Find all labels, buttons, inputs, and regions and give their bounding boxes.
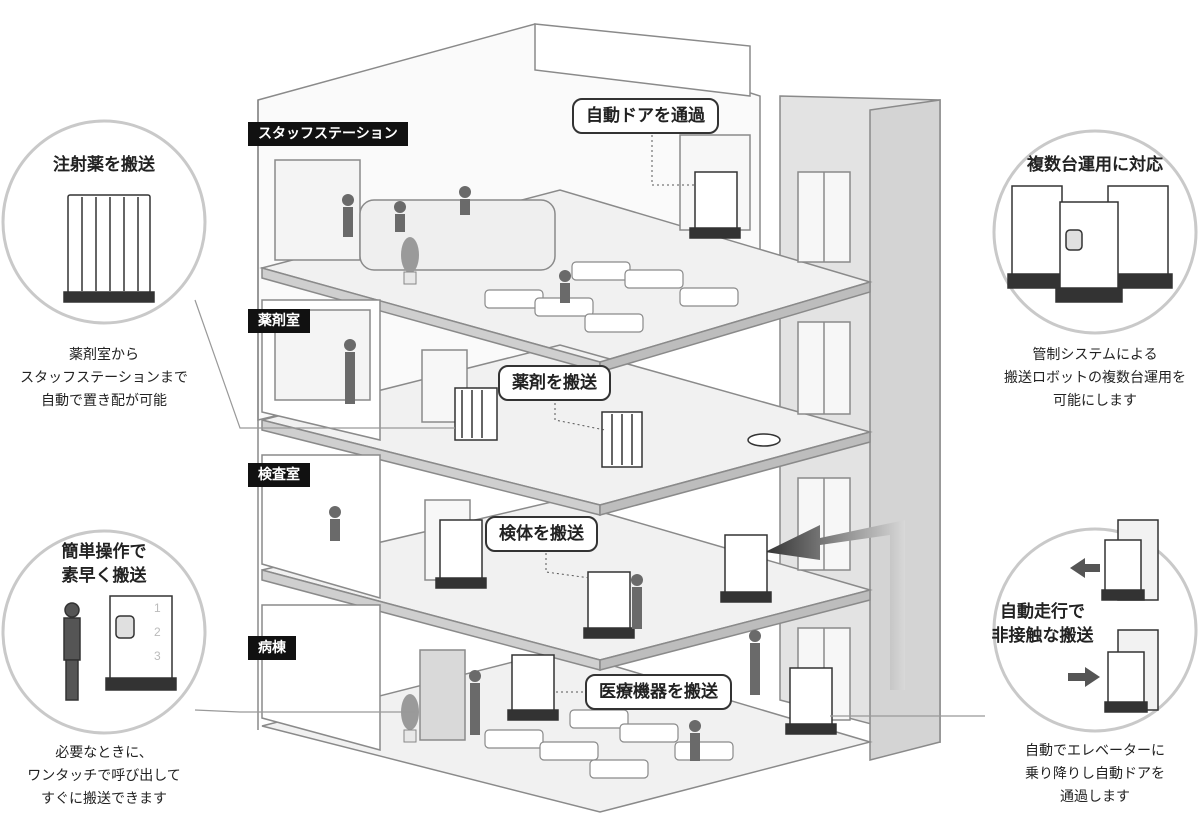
robot-1f-b <box>785 667 837 735</box>
circle-connectors <box>194 299 985 717</box>
benches <box>484 261 739 779</box>
floor-tag-staff-station: スタッフステーション <box>248 122 408 146</box>
reception-counter <box>359 199 556 271</box>
robot-slot-3: 3 <box>154 649 161 663</box>
robot-4f <box>689 171 741 239</box>
callout-leaders <box>545 130 695 693</box>
robot-2f-b <box>583 571 635 639</box>
floor-tag-pharmacy: 薬剤室 <box>248 309 310 333</box>
circle-title-simple-op: 簡単操作で 素早く搬送 <box>61 542 147 586</box>
circle-title-multi-unit: 複数台運用に対応 <box>1027 155 1163 175</box>
ward-door <box>419 649 466 741</box>
multi-unit-illustration <box>1007 185 1173 303</box>
building-upper-block <box>534 23 751 97</box>
robot-2f-a <box>435 519 487 589</box>
callout-medicine: 薬剤を搬送 <box>498 365 611 401</box>
callout-specimen: 検体を搬送 <box>485 516 598 552</box>
robot-3f-b <box>601 411 643 468</box>
robots <box>435 171 837 735</box>
robot-slot-1: 1 <box>154 601 161 615</box>
circle-title-contactless: 自動走行で 非接触な搬送 <box>991 602 1094 646</box>
simple-op-illustration: 1 2 3 <box>63 595 177 701</box>
floor-tag-ward: 病棟 <box>248 636 296 660</box>
robot-1f-a <box>507 654 559 721</box>
robot-2f-c <box>720 534 772 603</box>
robot-cleaner <box>747 433 781 447</box>
caption-contactless: 自動でエレベーターに 乗り降りし自動ドアを 通過します <box>1025 743 1165 805</box>
injection-cart-illustration <box>63 194 155 303</box>
callout-equipment: 医療機器を搬送 <box>585 674 732 710</box>
contactless-illustration <box>1068 519 1159 713</box>
people <box>329 186 761 761</box>
caption-injection: 薬剤室から スタッフステーションまで 自動で置き配が可能 <box>20 347 188 409</box>
floor-tag-lab: 検査室 <box>248 463 310 487</box>
shaft-side <box>869 99 941 761</box>
caption-simple-op: 必要なときに、 ワンタッチで呼び出して すぐに搬送できます <box>27 745 181 807</box>
robot-slot-2: 2 <box>154 625 161 639</box>
caption-multi-unit: 管制システムによる 搬送ロボットの複数台運用を 可能にします <box>1004 347 1186 409</box>
circle-title-injection: 注射薬を搬送 <box>53 155 155 175</box>
elevator-route-arrow <box>765 520 905 690</box>
callout-auto-door: 自動ドアを通過 <box>572 98 719 134</box>
robot-3f-a <box>454 387 498 441</box>
